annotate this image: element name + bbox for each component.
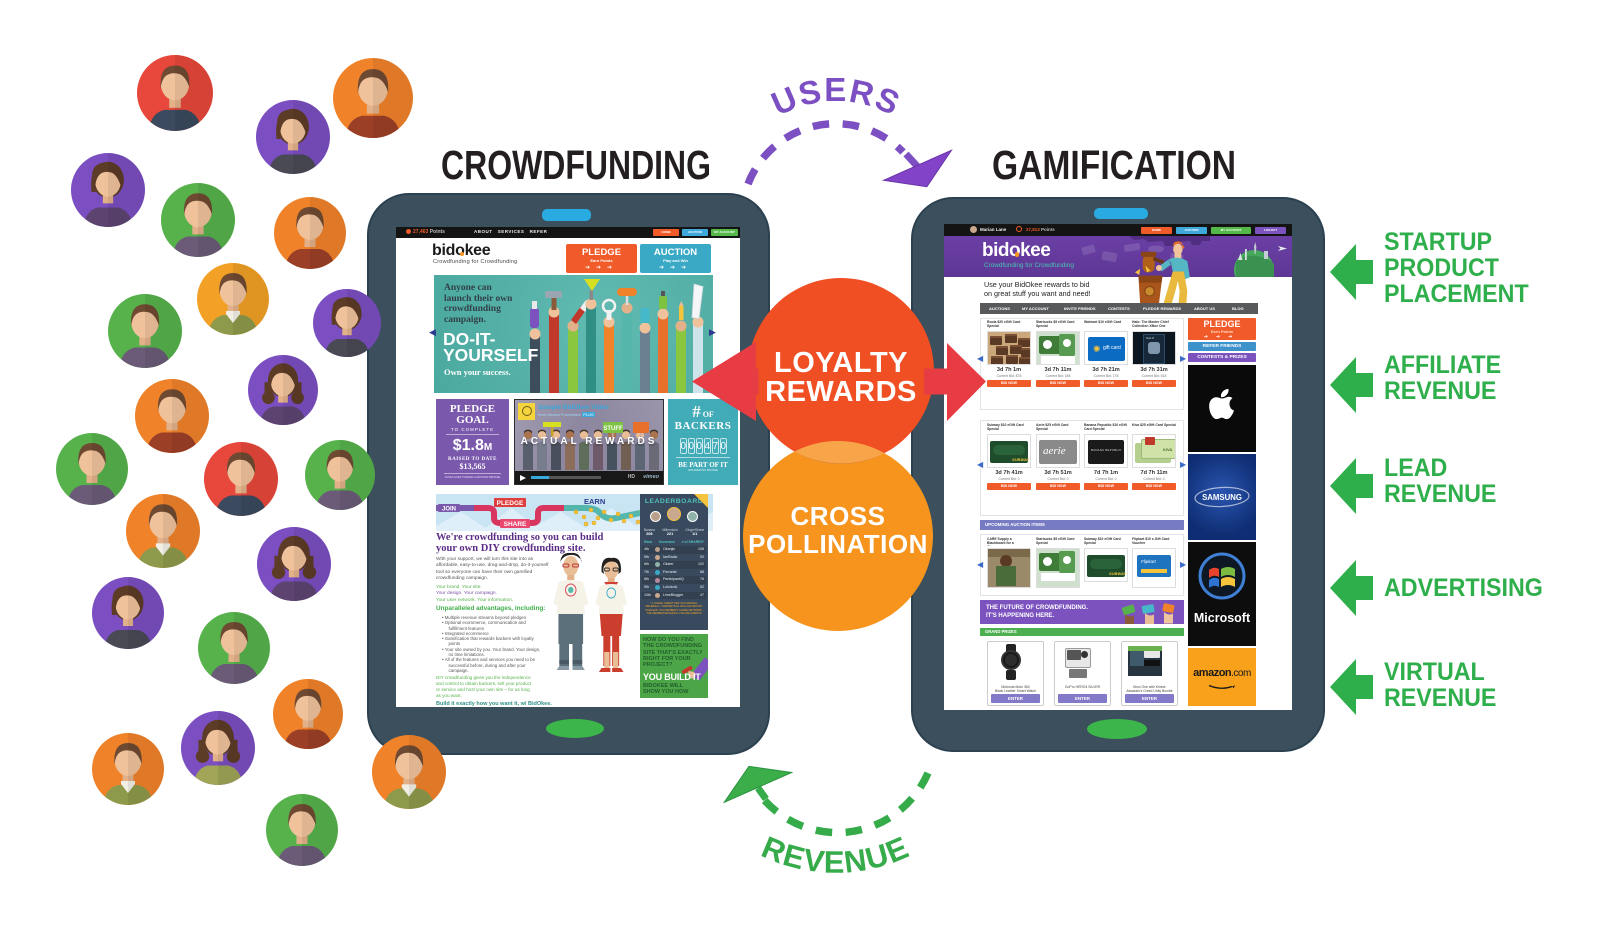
svg-text:CROSS: CROSS [791,501,886,531]
svg-text:JOIN: JOIN [442,507,456,513]
svg-text:STUFF: STUFF [603,426,623,432]
svg-text:SAMSUNG: SAMSUNG [1202,493,1242,502]
svg-text:PLEDGE: PLEDGE [497,500,524,507]
svg-text:LOYALTY: LOYALTY [774,347,908,379]
svg-text:REWARDS: REWARDS [765,376,917,408]
svg-text:SHARE: SHARE [504,521,527,528]
svg-text:Microsoft: Microsoft [1194,611,1251,625]
svg-text:USERS: USERS [766,71,907,122]
svg-text:REVENUE: REVENUE [757,829,914,879]
svg-text:POLLINATION: POLLINATION [748,529,928,559]
svg-text:EARN: EARN [584,497,605,506]
